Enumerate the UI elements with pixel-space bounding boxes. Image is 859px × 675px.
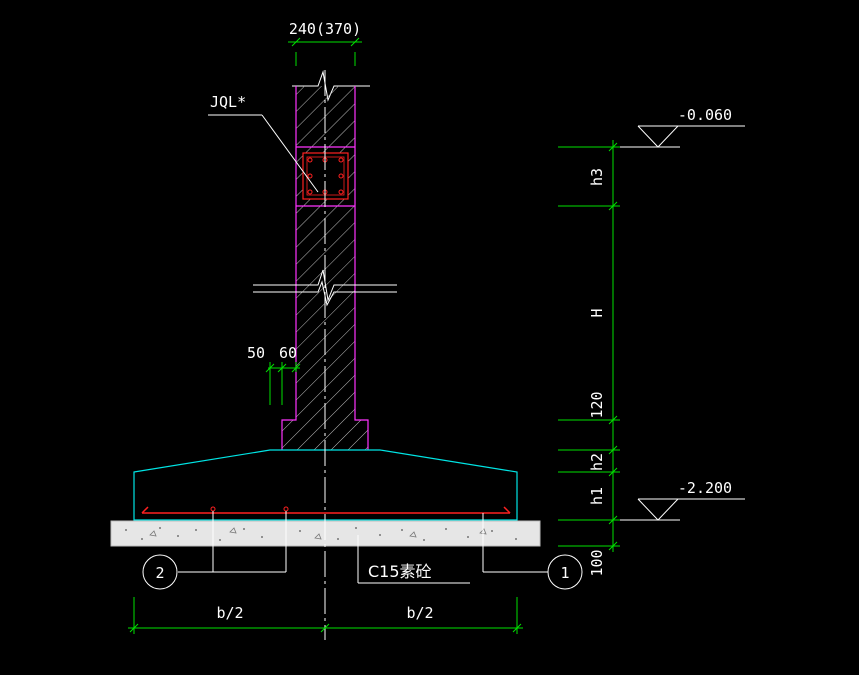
ring-beam-leader — [208, 114, 319, 193]
dim-step-height-label: 120 — [588, 391, 606, 418]
wall-thickness-label: 240(370) — [289, 20, 361, 38]
offset-dimension — [265, 362, 301, 405]
dim-h1-label: h1 — [588, 487, 606, 505]
callout-2-leader — [142, 511, 287, 590]
level-top-label: -0.060 — [678, 106, 732, 124]
half-width-left-label: b/2 — [216, 604, 243, 622]
callout-2-label: 2 — [155, 564, 164, 582]
footing-width-dimension — [128, 597, 523, 634]
offset-50-label: 50 — [247, 344, 265, 362]
half-width-right-label: b/2 — [406, 604, 433, 622]
level-marker-bottom — [620, 498, 745, 521]
offset-60-label: 60 — [279, 344, 297, 362]
dim-cushion-label: 100 — [588, 549, 606, 576]
dim-wall-height-label: H — [588, 308, 606, 317]
concrete-grade-leader — [357, 535, 470, 584]
dim-h3-label: h3 — [588, 168, 606, 186]
callout-1-leader — [482, 513, 583, 590]
level-marker-top — [612, 125, 745, 148]
ring-beam-label: JQL* — [210, 93, 246, 111]
elevation-dimension-chain — [558, 140, 620, 552]
callout-1-label: 1 — [560, 564, 569, 582]
concrete-grade-label: C15素砼 — [368, 562, 432, 581]
cushion-speckle — [125, 527, 517, 541]
wall-thickness-dimension — [288, 37, 362, 66]
dim-h2-label: h2 — [588, 453, 606, 471]
level-bottom-label: -2.200 — [678, 479, 732, 497]
